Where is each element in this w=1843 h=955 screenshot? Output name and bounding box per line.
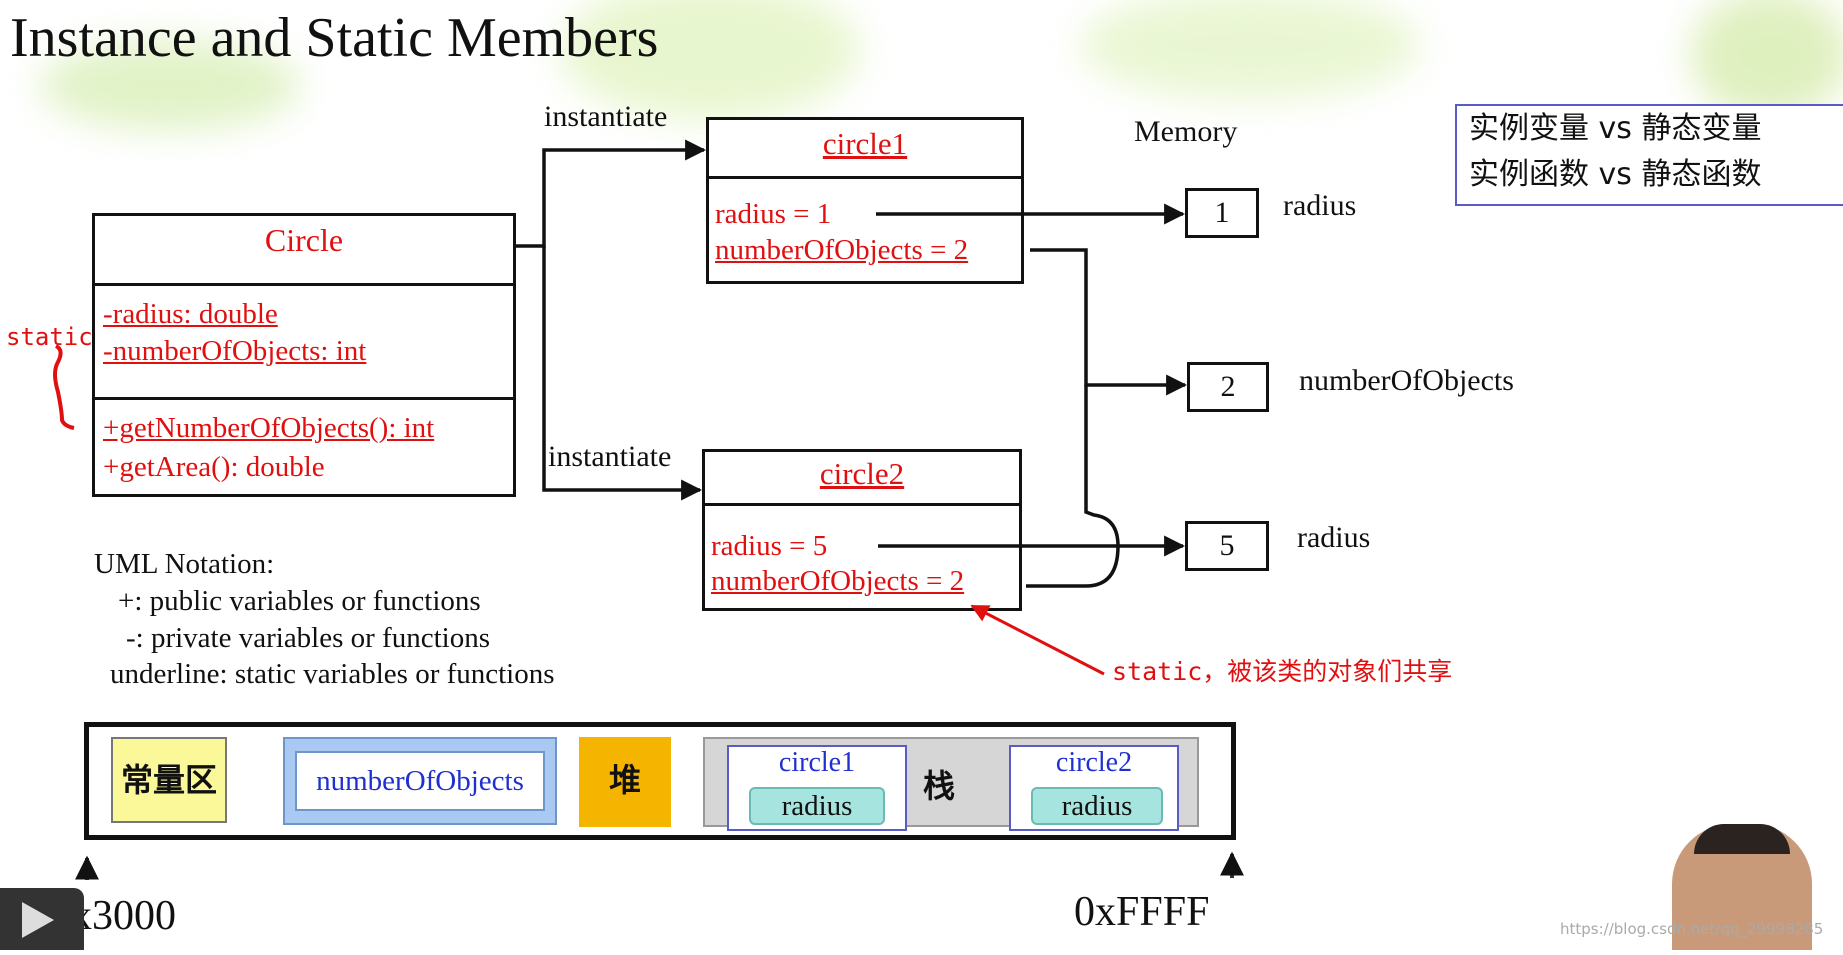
stack-object-field: radius: [1031, 787, 1163, 825]
class-divider: [95, 283, 513, 286]
notation-line: underline: static variables or functions: [110, 658, 555, 690]
object-field: radius = 1: [715, 198, 832, 230]
notation-line: -: private variables or functions: [126, 622, 490, 654]
instantiate-label: instantiate: [544, 100, 668, 133]
background-leaf: [1080, 0, 1420, 100]
memory-cell-label: radius: [1297, 521, 1371, 554]
object-field: numberOfObjects = 2: [715, 234, 969, 266]
presenter-video: [1672, 824, 1812, 950]
memory-cell-label: numberOfObjects: [1299, 364, 1514, 397]
background-leaf: [1690, 0, 1843, 120]
address-end: 0xFFFF: [1074, 889, 1210, 935]
circle1-object-box: circle1 radius = 1 numberOfObjects = 2: [706, 117, 1024, 284]
memory-cell: 2: [1187, 362, 1269, 412]
presenter-hair: [1694, 824, 1790, 854]
object-divider: [709, 176, 1021, 179]
class-name: Circle: [264, 222, 344, 258]
stack-label: 栈: [923, 767, 956, 805]
background-leaf: [560, 0, 860, 120]
play-button[interactable]: [0, 888, 84, 950]
comparison-line: 实例变量 vs 静态变量: [1469, 111, 1762, 146]
reference-arrow: [1030, 248, 1188, 396]
static-area: numberOfObjects: [283, 737, 557, 825]
static-brace: [53, 344, 75, 430]
object-field: numberOfObjects = 2: [711, 565, 965, 597]
circle2-object-box: circle2 radius = 5 numberOfObjects = 2: [702, 449, 1022, 611]
comparison-box: 实例变量 vs 静态变量 实例函数 vs 静态函数: [1455, 104, 1843, 206]
reference-arrow: [1026, 385, 1120, 588]
stack-object: circle2 radius: [1009, 745, 1179, 831]
watermark: https://blog.csdn.net/qq_29998285: [1560, 920, 1824, 938]
stack-object-name: circle2: [1055, 747, 1133, 778]
stack-area: circle1 radius 栈 circle2 radius: [703, 737, 1199, 831]
heap-area: 堆: [579, 737, 671, 827]
memory-cell-label: radius: [1283, 189, 1357, 222]
instantiate-label: instantiate: [548, 440, 672, 473]
stack-object: circle1 radius: [727, 745, 907, 831]
instantiate-arrow: [516, 139, 707, 248]
comparison-line: 实例函数 vs 静态函数: [1469, 157, 1762, 192]
object-field: radius = 5: [711, 530, 828, 562]
class-attribute: -radius: double: [103, 298, 278, 330]
class-divider: [95, 397, 513, 400]
callout-arrow: [970, 604, 1105, 676]
class-method: +getNumberOfObjects(): int: [103, 412, 435, 444]
stack-object-name: circle1: [778, 747, 856, 778]
class-attribute: -numberOfObjects: int: [103, 335, 367, 367]
page-title: Instance and Static Members: [10, 7, 659, 69]
object-name: circle2: [819, 456, 905, 491]
object-name: circle1: [822, 126, 908, 161]
notation-title: UML Notation:: [94, 548, 275, 580]
static-annotation: static: [6, 323, 93, 351]
memory-cell: 5: [1185, 521, 1269, 571]
static-variable: numberOfObjects: [295, 751, 545, 811]
play-icon: [22, 902, 54, 938]
object-divider: [705, 503, 1019, 506]
memory-title: Memory: [1134, 115, 1238, 148]
background-leaf: [40, 40, 300, 130]
static-shared-note: static，被该类的对象们共享: [1112, 657, 1453, 686]
instantiate-arrow: [542, 246, 703, 501]
memory-cell: 1: [1185, 188, 1259, 238]
class-method: +getArea(): double: [103, 451, 325, 483]
circle-class-box: Circle -radius: double -numberOfObjects:…: [92, 213, 516, 497]
constant-area: 常量区: [111, 737, 227, 823]
memory-layout-bar: 常量区 numberOfObjects 堆 circle1 radius 栈 c…: [84, 722, 1236, 840]
stack-object-field: radius: [749, 787, 885, 825]
notation-line: +: public variables or functions: [118, 585, 481, 617]
